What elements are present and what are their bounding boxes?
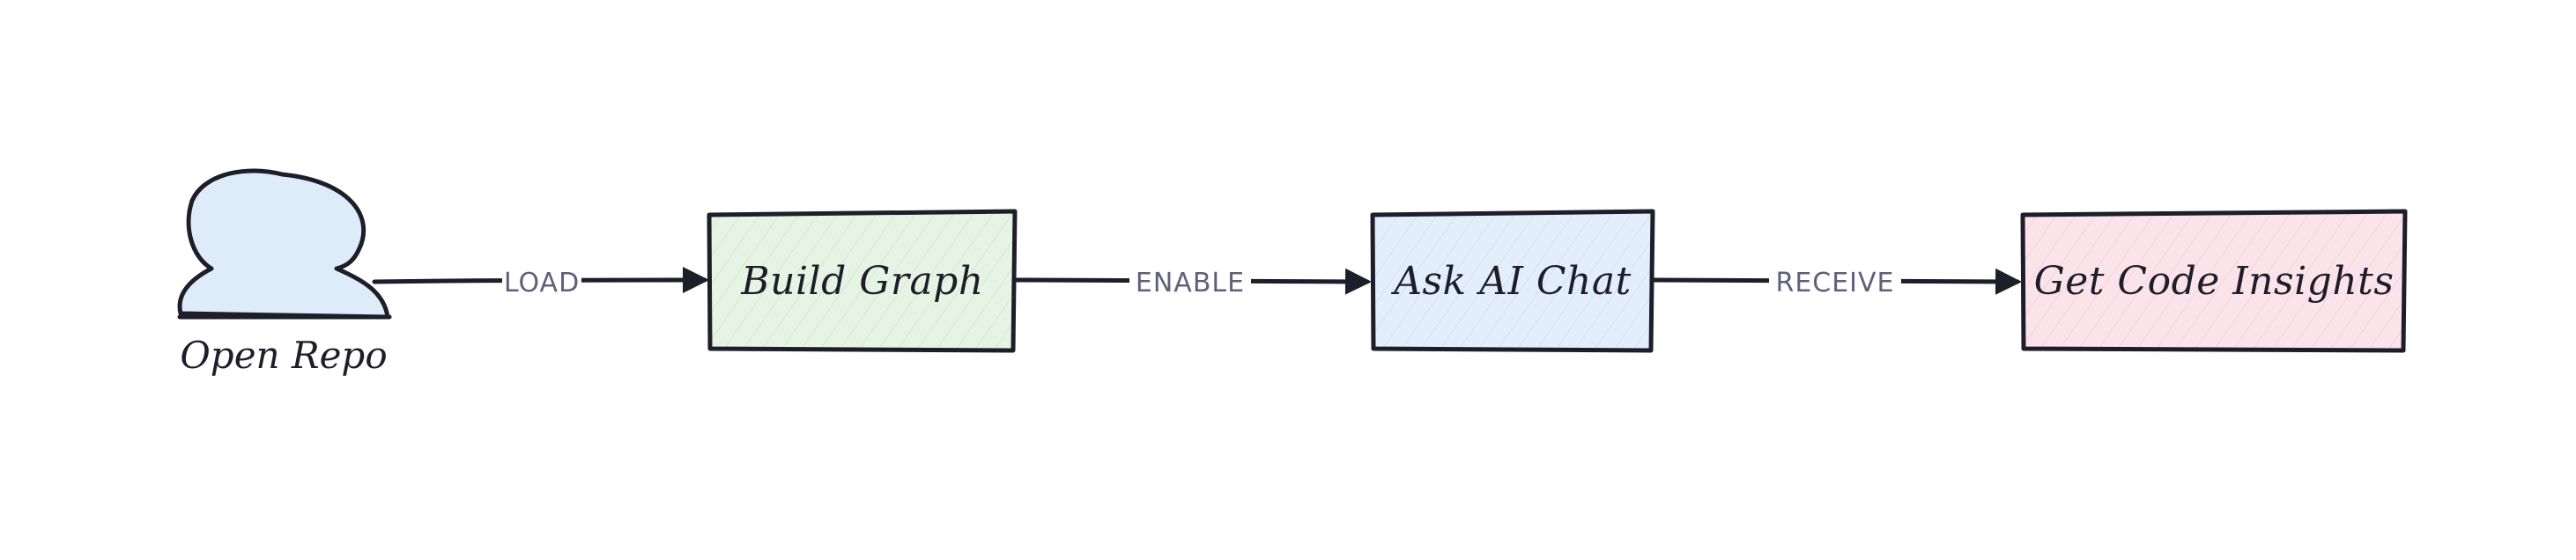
edge-load: LOAD: [372, 262, 709, 298]
edge-label-receive: RECEIVE: [1775, 268, 1894, 298]
edge-label-load: LOAD: [504, 268, 580, 298]
edge-receive: RECEIVE: [1650, 262, 2022, 298]
actor-open-repo: Open Repo: [177, 168, 392, 377]
node-get-code-insights: Get Code Insights: [2020, 209, 2408, 353]
node-label-build-graph: Build Graph: [740, 259, 983, 304]
edge-enable: ENABLE: [1012, 262, 1372, 298]
node-ask-ai-chat: Ask AI Chat: [1370, 209, 1655, 353]
edge-label-enable: ENABLE: [1136, 268, 1245, 298]
node-build-graph: Build Graph: [707, 209, 1018, 353]
actor-label: Open Repo: [180, 334, 387, 377]
node-label-ask-ai-chat: Ask AI Chat: [1390, 259, 1632, 304]
person-icon: [177, 168, 392, 320]
node-label-get-code-insights: Get Code Insights: [2034, 259, 2395, 304]
